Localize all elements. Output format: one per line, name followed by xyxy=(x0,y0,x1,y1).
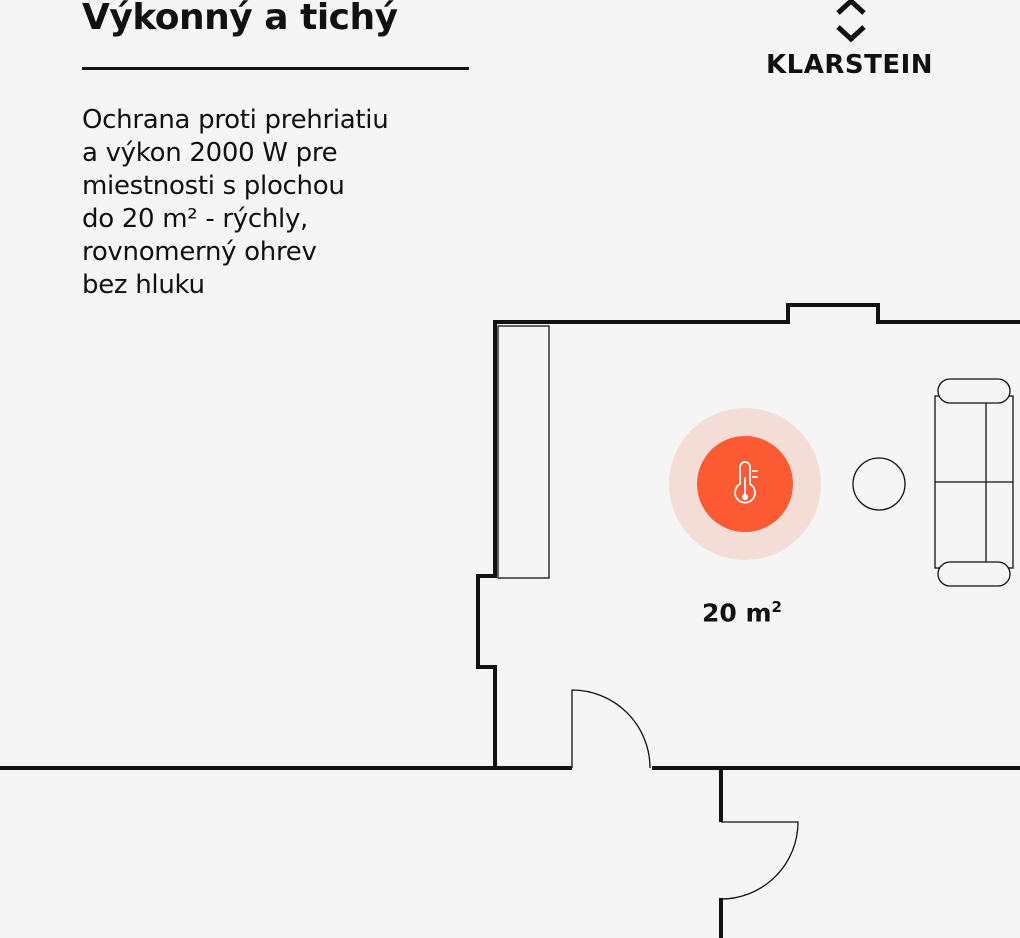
round-table xyxy=(852,457,906,511)
klarstein-logo-icon xyxy=(836,0,866,42)
doors xyxy=(571,689,799,900)
room-door xyxy=(571,689,651,769)
furniture xyxy=(497,325,1014,587)
room-area-label: 20 m2 xyxy=(702,590,782,630)
thermometer-icon xyxy=(734,461,758,504)
heater-indicator xyxy=(669,408,821,560)
cabinet xyxy=(497,325,550,579)
description-line: miestnosti s plochou xyxy=(82,171,345,201)
description: Ochrana proti prehriatiu a výkon 2000 W … xyxy=(82,104,462,302)
sofa xyxy=(934,378,1014,587)
brand-logo-text: KLARSTEIN xyxy=(766,50,934,80)
title-divider xyxy=(82,67,469,70)
area-unit-superscript: 2 xyxy=(771,598,782,616)
description-line: bez hluku xyxy=(82,270,205,300)
area-value: 20 m xyxy=(702,598,772,628)
description-line: rovnomerný ohrev xyxy=(82,237,317,267)
description-line: Ochrana proti prehriatiu xyxy=(82,105,389,135)
description-line: a výkon 2000 W pre xyxy=(82,138,338,168)
description-line: do 20 m² - rýchly, xyxy=(82,204,309,234)
room-walls xyxy=(0,303,1020,938)
corridor-door xyxy=(720,821,799,900)
page-title: Výkonný a tichý xyxy=(82,0,398,38)
